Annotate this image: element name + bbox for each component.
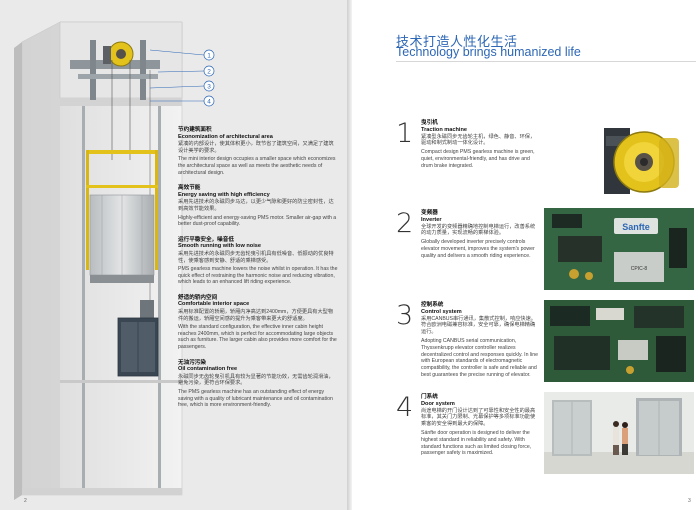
- feature-text-cn: 采用标准配置的轿厢，轿厢内净高达到2400mm，方便更具有大型物件的搬运，轿厢空…: [178, 309, 334, 322]
- feature-text-cn: 紧凑的内部设计，使其体积更小，既节省了建筑空间，又满足了建筑设计美学的要求。: [178, 141, 334, 154]
- feature-item: 高效节能 Energy saving with high efficiency …: [178, 185, 338, 228]
- feature-text-en: Highly-efficient and energy-saving PMS m…: [178, 214, 337, 228]
- item-text: 变频器 Inverter 全球开发的变频器精确地控制电梯运行，改善系统的动力质量…: [421, 210, 539, 262]
- feature-item: 运行平稳安全，噪音低 Smooth running with low noise…: [178, 237, 338, 286]
- callout-markers: 1 2 3 4: [149, 49, 215, 107]
- traction-machine-photo: [544, 118, 694, 200]
- feature-title-cn: 无油污污染: [178, 359, 206, 366]
- left-page: 1 2 3 4 节约建筑面积 Economization of architec…: [0, 0, 347, 510]
- item-text-en: Adopting CANBUS serial communication, Th…: [421, 337, 538, 378]
- feature-title-en: Economization of architectural area: [178, 133, 273, 140]
- callout-2: 2: [207, 69, 211, 76]
- item-title-cn: 曳引机: [421, 120, 438, 126]
- item-text: 曳引机 Traction machine 紧凑型永磁同步无齿轮主机，绿色、静音、…: [421, 120, 539, 172]
- item-title-en: Traction machine: [421, 126, 468, 133]
- feature-title-cn: 舒适的轿内空间: [178, 294, 218, 301]
- item-text-cn: 紧凑型永磁同步无齿轮主机，绿色、静音、环保，驱动和制式制动一体化设计。: [421, 133, 536, 147]
- feature-text-cn: 永磁同步无齿轮曳引机具有较为显著的节能功效，无需齿轮润滑油，避免污染，更符合环保…: [178, 373, 334, 387]
- feature-text-en: With the standard configuration, the eff…: [178, 324, 337, 351]
- callout-1: 1: [207, 53, 211, 60]
- left-page-number: 2: [24, 498, 27, 504]
- item-title-cn: 变频器: [421, 210, 438, 216]
- right-title-en: Technology brings humanized life: [396, 45, 581, 59]
- item-text-cn: 采用CANBUS串行通讯，集散式控制，响应快速。符合欧洲电磁兼容标准，安全可靠，…: [421, 315, 536, 336]
- feature-item: 舒适的轿内空间 Comfortable interior space 采用标准配…: [178, 295, 338, 351]
- item-text-en: Sánfte door operation is designed to del…: [421, 429, 532, 457]
- item-text-cn: 尚途电梯的开门设计达到了可靠性和安全性的最高标准，其关门力限制、光幕保护等多项标…: [421, 407, 536, 428]
- feature-text-en: PMS gearless machine lowers the noise wh…: [178, 266, 338, 286]
- right-title-cn: 技术打造人性化生活: [396, 34, 518, 49]
- feature-list: 节约建筑面积 Economization of architectural ar…: [178, 127, 338, 418]
- item-text: 门系统 Door system 尚途电梯的开门设计达到了可靠性和安全性的最高标准…: [421, 394, 539, 459]
- item-text-en: Globally developed inverter precisely co…: [421, 239, 535, 259]
- feature-title-cn: 节约建筑面积: [178, 127, 212, 133]
- item-text: 控制系统 Control system 采用CANBUS串行通讯，集散式控制，响…: [421, 302, 539, 381]
- item-number: 3: [396, 300, 414, 331]
- feature-text-en: The PMS gearless machine has an outstand…: [178, 389, 333, 409]
- feature-title-en: Energy saving with high efficiency: [178, 191, 270, 198]
- feature-title-en: Oil contamination free: [178, 366, 238, 373]
- title-divider: [396, 61, 696, 62]
- callout-4: 4: [207, 99, 211, 106]
- elevator-shaft-illustration: [14, 21, 183, 500]
- item-number: 4: [396, 392, 414, 423]
- component-item-door: 4 门系统 Door system 尚途电梯的开门设计达到了可靠性和安全性的最高…: [396, 392, 696, 482]
- item-number: 1: [396, 118, 414, 149]
- component-item-inverter: 2 变频器 Inverter 全球开发的变频器精确地控制电梯运行，改善系统的动力…: [396, 208, 696, 298]
- feature-title-cn: 高效节能: [178, 185, 201, 192]
- item-title-en: Control system: [421, 308, 462, 315]
- control-board-photo: [544, 300, 694, 382]
- item-text-cn: 全球开发的变频器精确地控制电梯运行，改善系统的动力质量，实现流畅的乘梯体验。: [421, 223, 536, 237]
- board-sublabel: CPIC-8: [631, 266, 648, 272]
- feature-item: 无油污污染 Oil contamination free 永磁同步无齿轮曳引机具…: [178, 360, 338, 409]
- feature-title-cn: 运行平稳安全，噪音低: [178, 236, 234, 243]
- item-title-cn: 控制系统: [421, 302, 444, 308]
- inverter-photo: Sanfte CPIC-8: [544, 208, 694, 290]
- feature-item: 节约建筑面积 Economization of architectural ar…: [178, 127, 338, 176]
- feature-text-cn: 采用先进技术的永磁同步无齿轮曳引机具有低噪音、低振动的优良特性，使乘客感到安静、…: [178, 250, 334, 264]
- item-title-en: Door system: [421, 400, 455, 407]
- door-system-photo: [544, 392, 694, 474]
- component-item-traction: 1 曳引机 Traction machine 紧凑型永磁同步无齿轮主机，绿色、静…: [396, 118, 696, 208]
- feature-text-en: The mini interior design occupies a smal…: [178, 156, 336, 176]
- feature-title-en: Comfortable interior space: [178, 301, 250, 308]
- callout-3: 3: [207, 84, 211, 91]
- right-page-number: 3: [688, 498, 691, 504]
- page-gutter: [347, 0, 352, 510]
- board-label: Sanfte: [622, 222, 650, 232]
- feature-title-en: Smooth running with low noise: [178, 243, 261, 250]
- item-title-en: Inverter: [421, 216, 442, 223]
- feature-text-cn: 采用先进技术的永磁同步马达，以更少气隙和更好的防尘密封性，达到高效节能效果。: [178, 199, 334, 212]
- item-text-en: Compact design PMS gearless machine is g…: [421, 149, 535, 169]
- item-number: 2: [396, 208, 414, 239]
- item-title-cn: 门系统: [421, 394, 438, 400]
- component-item-control: 3 控制系统 Control system 采用CANBUS串行通讯，集散式控制…: [396, 300, 696, 390]
